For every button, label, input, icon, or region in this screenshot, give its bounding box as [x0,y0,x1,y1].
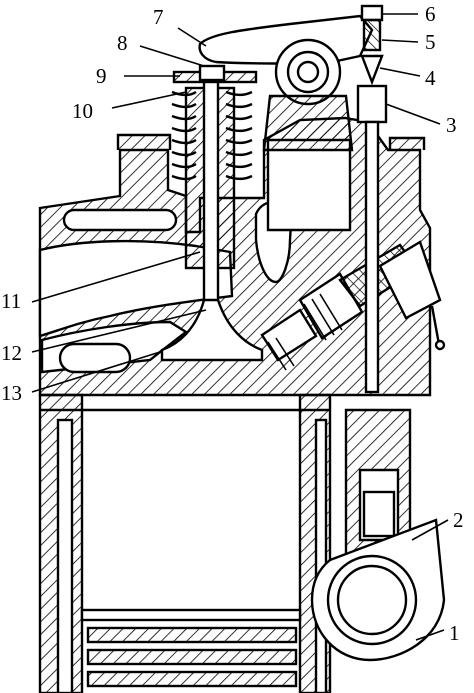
leader-line-4 [379,67,421,77]
cylinder-block [38,393,332,693]
spring-retainer [172,64,258,84]
leader-line-11 [31,251,201,303]
label-3: 3 [446,113,457,137]
coolant-slot-lower [58,342,132,374]
label-11: 11 [1,289,21,313]
label-2: 2 [453,508,464,532]
coolant-slot-upper [62,208,178,232]
leader-line-5 [381,39,419,43]
label-9: 9 [96,64,107,88]
leader-line-13 [31,351,161,393]
rocker-arm [198,4,384,152]
label-12: 12 [1,341,22,365]
right-chamber [266,138,352,232]
valve-springs [171,90,253,181]
leader-line-7 [177,27,207,47]
leader-line-1 [415,629,445,641]
label-6: 6 [425,2,436,26]
tappet [344,408,412,562]
label-7: 7 [153,5,164,29]
leader-line-8 [139,45,205,67]
intake-valve [160,78,264,362]
label-10: 10 [72,99,93,123]
coolant-slots [58,200,294,374]
label-13: 13 [1,381,22,405]
label-5: 5 [425,30,436,54]
leader-line-12 [31,309,207,353]
pushrod [356,84,388,394]
label-4: 4 [425,66,436,90]
leader-line-10 [111,91,187,109]
label-8: 8 [117,31,128,55]
label-1: 1 [449,621,460,645]
part-labels: 1 2 3 4 5 6 7 8 9 10 11 12 13 [1,2,464,645]
leader-line-2 [411,519,449,541]
leader-line-3 [385,103,441,125]
piston [80,608,302,688]
leader-lines [31,13,449,641]
camshaft [310,518,446,662]
